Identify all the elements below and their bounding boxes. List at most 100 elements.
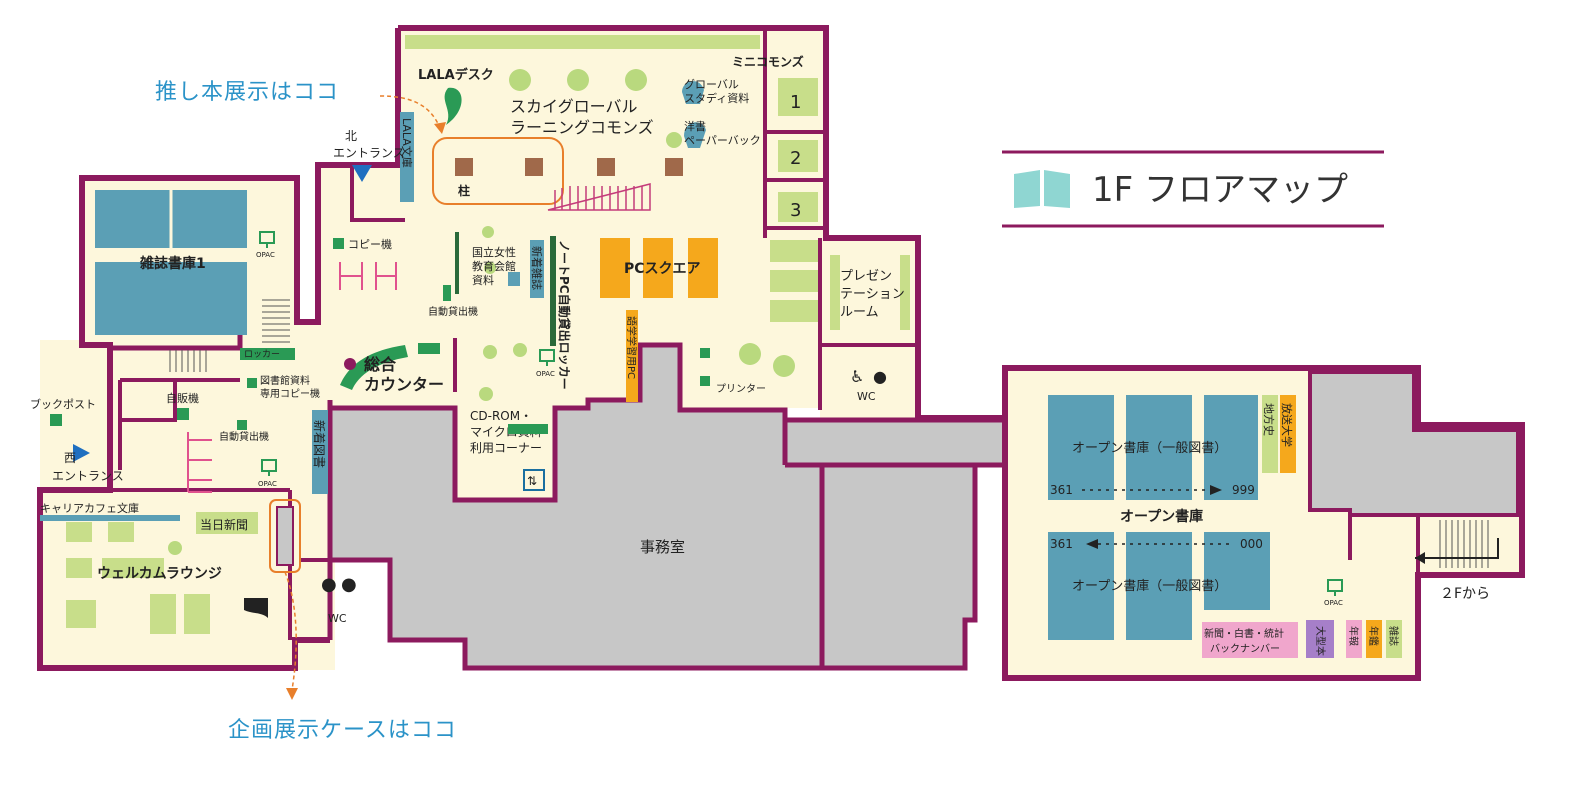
welcome-lounge-label: ウェルカムラウンジ bbox=[97, 566, 222, 582]
open-univ-shelf bbox=[1280, 395, 1296, 473]
west-entrance-label-1: 西 bbox=[64, 451, 76, 465]
oversize-shelf bbox=[1306, 620, 1334, 658]
printer-label: プリンター bbox=[716, 383, 766, 395]
printer-icon bbox=[700, 376, 710, 386]
north-entrance-arrow-icon[interactable] bbox=[352, 165, 372, 182]
cdrom-label-1: CD-ROM・ bbox=[470, 409, 532, 423]
almanac-label: 年鑑 bbox=[1367, 626, 1380, 646]
oshibon-arrow bbox=[379, 95, 441, 129]
piano-icon bbox=[244, 598, 268, 618]
opac-icon[interactable] bbox=[539, 349, 555, 366]
lounge-tables bbox=[66, 522, 210, 634]
language-pc-label: 語学学習用PC bbox=[625, 316, 638, 379]
wheelchair-icon: ♿ bbox=[850, 367, 864, 386]
lala-bunko-label: LALA文庫 bbox=[400, 118, 414, 168]
global-commons-label-1: スカイグローバル bbox=[510, 97, 638, 116]
magazines-shelf bbox=[1386, 620, 1402, 658]
new-books-label: 新着図書 bbox=[312, 420, 327, 468]
page-title: 1F フロアマップ bbox=[1092, 170, 1348, 210]
auto-lend-icon bbox=[443, 285, 451, 301]
range-a-start: 361 bbox=[1050, 483, 1073, 497]
auto-lend-label: 自動貸出機 bbox=[428, 305, 478, 318]
oshibon-annotation: 推し本展示はココ bbox=[155, 80, 339, 105]
east-office bbox=[1308, 370, 1520, 517]
kokuritsu-label-1: 国立女性 bbox=[472, 245, 516, 259]
wc-label: WC bbox=[857, 390, 876, 403]
language-pc-shelf bbox=[626, 310, 638, 402]
west-entrance-label-2: エントランス bbox=[52, 469, 124, 483]
wc-female-icon: ● bbox=[873, 367, 887, 386]
kokuritsu-shelf bbox=[508, 272, 520, 286]
cdrom-desk bbox=[508, 424, 548, 434]
info-icon[interactable] bbox=[344, 358, 356, 370]
career-cafe-shelf bbox=[40, 515, 180, 521]
counter-label-2: カウンター bbox=[364, 375, 444, 394]
new-magazines-shelf bbox=[530, 240, 544, 298]
pc-square-label: PCスクエア bbox=[624, 261, 701, 277]
room-1-label: 1 bbox=[790, 92, 801, 113]
newspaper-shelf bbox=[1202, 622, 1298, 658]
kokuritsu-shelf-edge bbox=[455, 232, 459, 294]
auto-lend-icon bbox=[237, 420, 247, 430]
book-icon bbox=[1014, 170, 1070, 208]
kokuritsu-label-2: 教育会館 bbox=[472, 259, 516, 273]
newspaper-label-2: バックナンバー bbox=[1210, 643, 1280, 655]
wc-female-icon: ● bbox=[341, 574, 357, 595]
almanac-shelf bbox=[1366, 620, 1382, 658]
counter-desk bbox=[340, 345, 408, 390]
global-study-shelf bbox=[682, 81, 704, 104]
open-stack-general-label: オープン書庫（一般図書） bbox=[1072, 578, 1227, 594]
elevator-icon[interactable] bbox=[523, 469, 545, 491]
tree-icons bbox=[168, 69, 795, 555]
locker-label: ロッカー bbox=[244, 349, 280, 360]
opac-label: OPAC bbox=[536, 370, 555, 378]
paperback-label-1: 洋書 bbox=[684, 119, 706, 133]
stairs-arrow-icon bbox=[1415, 538, 1499, 559]
opac-icon[interactable] bbox=[259, 231, 275, 248]
lib-copy-label-1: 図書館資料 bbox=[260, 374, 310, 387]
north-entrance-label-2: エントランス bbox=[333, 146, 405, 160]
kikaku-case bbox=[276, 506, 294, 566]
lala-desk-icon bbox=[444, 87, 462, 125]
pc-square-block bbox=[688, 238, 718, 298]
global-study-label-1: グローバル bbox=[684, 77, 739, 91]
presentation-label-3: ルーム bbox=[840, 305, 879, 320]
room-3-label: 3 bbox=[790, 200, 801, 221]
yearbook-shelf bbox=[1346, 620, 1362, 658]
mini-commons-room-1 bbox=[778, 78, 818, 116]
west-entrance-arrow-icon[interactable] bbox=[73, 444, 90, 462]
counter-desk bbox=[418, 343, 440, 354]
map-title: 1F フロアマップ bbox=[1002, 150, 1384, 228]
todays-news-table bbox=[196, 512, 258, 534]
copy-icon bbox=[333, 238, 344, 249]
gate-icons bbox=[187, 432, 212, 493]
copy-label: コピー機 bbox=[348, 237, 392, 251]
magazine-stack-label: 雑誌書庫1 bbox=[139, 255, 206, 272]
kikaku-annotation: 企画展示ケースはココ bbox=[228, 718, 457, 743]
locker-block bbox=[240, 348, 295, 360]
paperback-label-2: ペーパーバック bbox=[684, 134, 761, 147]
north-stairs bbox=[547, 183, 651, 211]
cdrom-label-3: 利用コーナー bbox=[470, 441, 542, 455]
new-books-shelf bbox=[312, 410, 328, 494]
wc-male-icon: ● bbox=[321, 574, 337, 595]
note-pc-locker-label: ノートPC自動貸出ロッカー bbox=[557, 240, 572, 390]
global-commons-label-2: ラーニングコモンズ bbox=[510, 118, 654, 137]
stairs-west bbox=[169, 299, 290, 372]
east-stairs bbox=[1439, 520, 1489, 568]
yearbook-label: 年報 bbox=[1347, 626, 1360, 646]
opac-icon[interactable] bbox=[1327, 579, 1343, 596]
gate-icons bbox=[339, 262, 397, 290]
newspaper-label-1: 新聞・白書・統計 bbox=[1204, 627, 1284, 640]
north-entrance-label-1: 北 bbox=[345, 129, 357, 143]
opac-label: OPAC bbox=[1324, 599, 1343, 607]
lib-copy-icon bbox=[247, 378, 257, 388]
open-stack-general-label: オープン書庫（一般図書） bbox=[1072, 440, 1227, 456]
planter-strip bbox=[405, 35, 760, 49]
mini-commons-label: ミニコモンズ bbox=[732, 54, 804, 69]
opac-label: OPAC bbox=[256, 251, 275, 259]
pillar-label: 柱 bbox=[458, 183, 470, 198]
opac-icon[interactable] bbox=[261, 459, 277, 476]
room-2-label: 2 bbox=[790, 148, 801, 169]
